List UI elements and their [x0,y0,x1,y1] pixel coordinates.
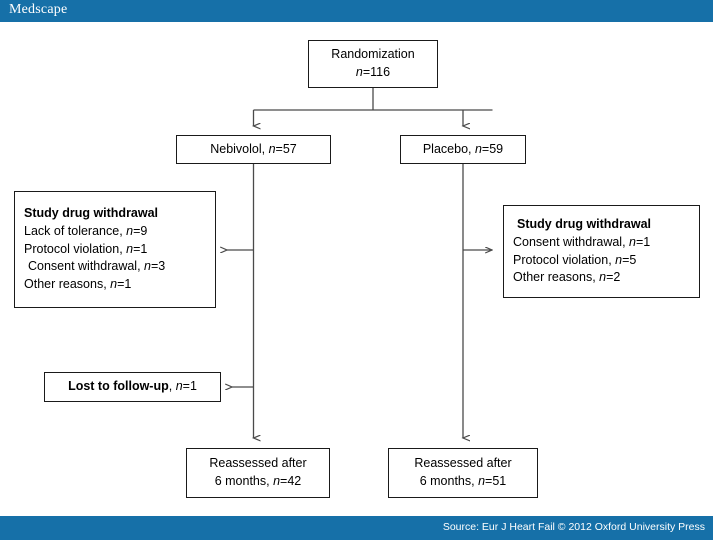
reason-text: Other reasons, [513,270,600,285]
n-symbol: n [175,379,183,394]
n-symbol: n [273,474,281,488]
medscape-header-bar [0,0,713,22]
placebo-text: Placebo, [422,141,475,156]
n-value: =1 [635,234,651,249]
n-symbol: n [599,270,607,285]
n-value: =116 [362,65,391,79]
node-placebo-arm: Placebo, n=59 [400,135,526,164]
reason-text: Consent withdrawal, [513,234,630,249]
footer-bar [0,516,713,540]
withdrawal-right-row: Protocol violation, n=5 [513,252,636,270]
months-text: 6 months, [419,474,479,488]
n-value: =9 [133,223,148,238]
n-symbol: n [110,277,118,292]
reassessed-left-line2: 6 months, n=42 [215,473,302,491]
node-reassessed-nebivolol: Reassessed after 6 months, n=42 [186,448,330,498]
n-symbol: n [478,474,486,488]
n-symbol: n [268,141,276,156]
n-value: =5 [622,252,637,267]
randomization-title: Randomization [331,47,415,62]
flow-diagram: Randomization n=116 Nebivolol, n=57 Plac… [0,22,713,516]
randomization-count: n=116 [356,64,390,82]
n-value: =2 [606,270,621,285]
n-symbol: n [144,259,151,274]
withdrawal-right-row: Consent withdrawal, n=1 [513,234,650,252]
n-value: =3 [150,259,166,274]
n-value: =57 [275,141,297,156]
separator: , [168,379,176,394]
n-value: =51 [485,474,507,488]
n-symbol: n [474,141,482,156]
node-randomization: Randomization n=116 [308,40,438,88]
placebo-label: Placebo, n=59 [423,141,503,159]
withdrawal-left-row: Consent withdrawal, n=3 [24,258,165,276]
lost-followup-title: Lost to follow-up [68,379,169,394]
nebivolol-label: Nebivolol, n=57 [210,141,297,159]
node-reassessed-placebo: Reassessed after 6 months, n=51 [388,448,538,498]
withdrawal-left-title: Study drug withdrawal [24,206,159,221]
withdrawal-left-row: Lack of tolerance, n=9 [24,223,147,241]
node-withdrawal-placebo: Study drug withdrawal Consent withdrawal… [503,205,700,298]
reason-text: Other reasons, [24,277,111,292]
node-lost-to-followup: Lost to follow-up, n=1 [44,372,221,402]
lost-followup-label: Lost to follow-up, n=1 [68,378,197,396]
reason-text: Consent withdrawal, [28,259,145,274]
n-value: =1 [133,241,148,256]
n-value: =42 [280,474,302,488]
months-text: 6 months, [214,474,274,488]
withdrawal-left-row: Protocol violation, n=1 [24,241,147,259]
n-symbol: n [629,234,636,249]
node-withdrawal-nebivolol: Study drug withdrawal Lack of tolerance,… [14,191,216,308]
withdrawal-left-row: Other reasons, n=1 [24,276,131,294]
nebivolol-text: Nebivolol, [210,141,269,156]
n-value: =1 [182,379,197,394]
n-value: =1 [117,277,132,292]
withdrawal-right-row: Other reasons, n=2 [513,269,620,287]
n-symbol: n [126,223,134,238]
n-value: =59 [481,141,504,156]
node-nebivolol-arm: Nebivolol, n=57 [176,135,331,164]
reassessed-right-line2: 6 months, n=51 [420,473,507,491]
medscape-logo: Medscape [9,2,68,17]
n-symbol: n [615,252,623,267]
n-symbol: n [126,241,134,256]
withdrawal-right-title: Study drug withdrawal [517,217,652,231]
reassessed-left-line1: Reassessed after [209,456,307,471]
flow-connectors [0,88,713,516]
reason-text: Protocol violation, [513,252,616,267]
n-symbol: n [355,65,363,79]
reason-text: Lack of tolerance, [24,223,127,238]
source-attribution: Source: Eur J Heart Fail © 2012 Oxford U… [442,521,705,533]
reassessed-right-line1: Reassessed after [414,456,512,471]
reason-text: Protocol violation, [24,241,127,256]
